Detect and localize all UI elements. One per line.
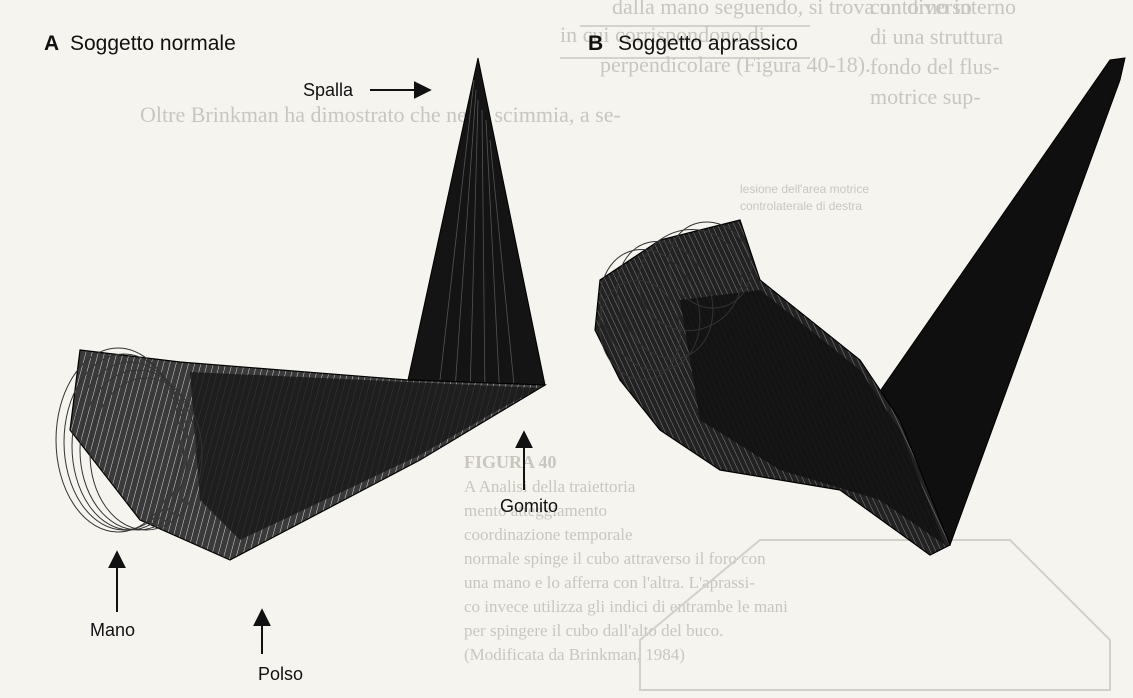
bg-text-top-right-3: fondo del flus- [870,54,1000,79]
panel-b-title: Soggetto aprassico [618,32,798,55]
bg-text-top-left-4: Oltre Brinkman ha dimostrato che nella s… [140,102,621,127]
bg-text-top-left-3: perpendicolare (Figura 40-18). [600,52,871,77]
panel-b: B Soggetto aprassico [584,32,1125,555]
label-spalla: Spalla [303,80,354,100]
bg-text-top-right-1: contorno interno [870,0,1016,19]
bg-caption-right-2: controlaterale di destra [740,199,862,213]
bg-body-line-4: normale spinge il cubo attraverso il for… [464,549,766,568]
bg-text-top-right-2: di una struttura [870,24,1003,49]
bg-body-line-5: una mano e lo afferra con l'altra. L'apr… [464,573,755,592]
label-mano: Mano [90,620,135,640]
bg-body-line-7: per spingere il cubo dall'alto del buco. [464,621,723,640]
bg-body-line-3: coordinazione temporale [464,525,633,544]
bg-body-line-6: co invece utilizza gli indici di entramb… [464,597,788,616]
bg-caption-right-1: lesione dell'area motrice [740,182,869,196]
panel-b-letter: B [588,32,603,55]
bg-body-line-8: (Modificata da Brinkman, 1984) [464,645,685,664]
label-gomito: Gomito [500,496,558,516]
bg-body-line-1: A Analisi della traiettoria [464,477,636,496]
panel-a-letter: A [44,32,59,55]
label-polso: Polso [258,664,303,684]
bg-body-heading: FIGURA 40 [464,452,557,472]
bg-text-top-right-4: motrice sup- [870,84,981,109]
panel-a-title: Soggetto normale [70,32,236,55]
